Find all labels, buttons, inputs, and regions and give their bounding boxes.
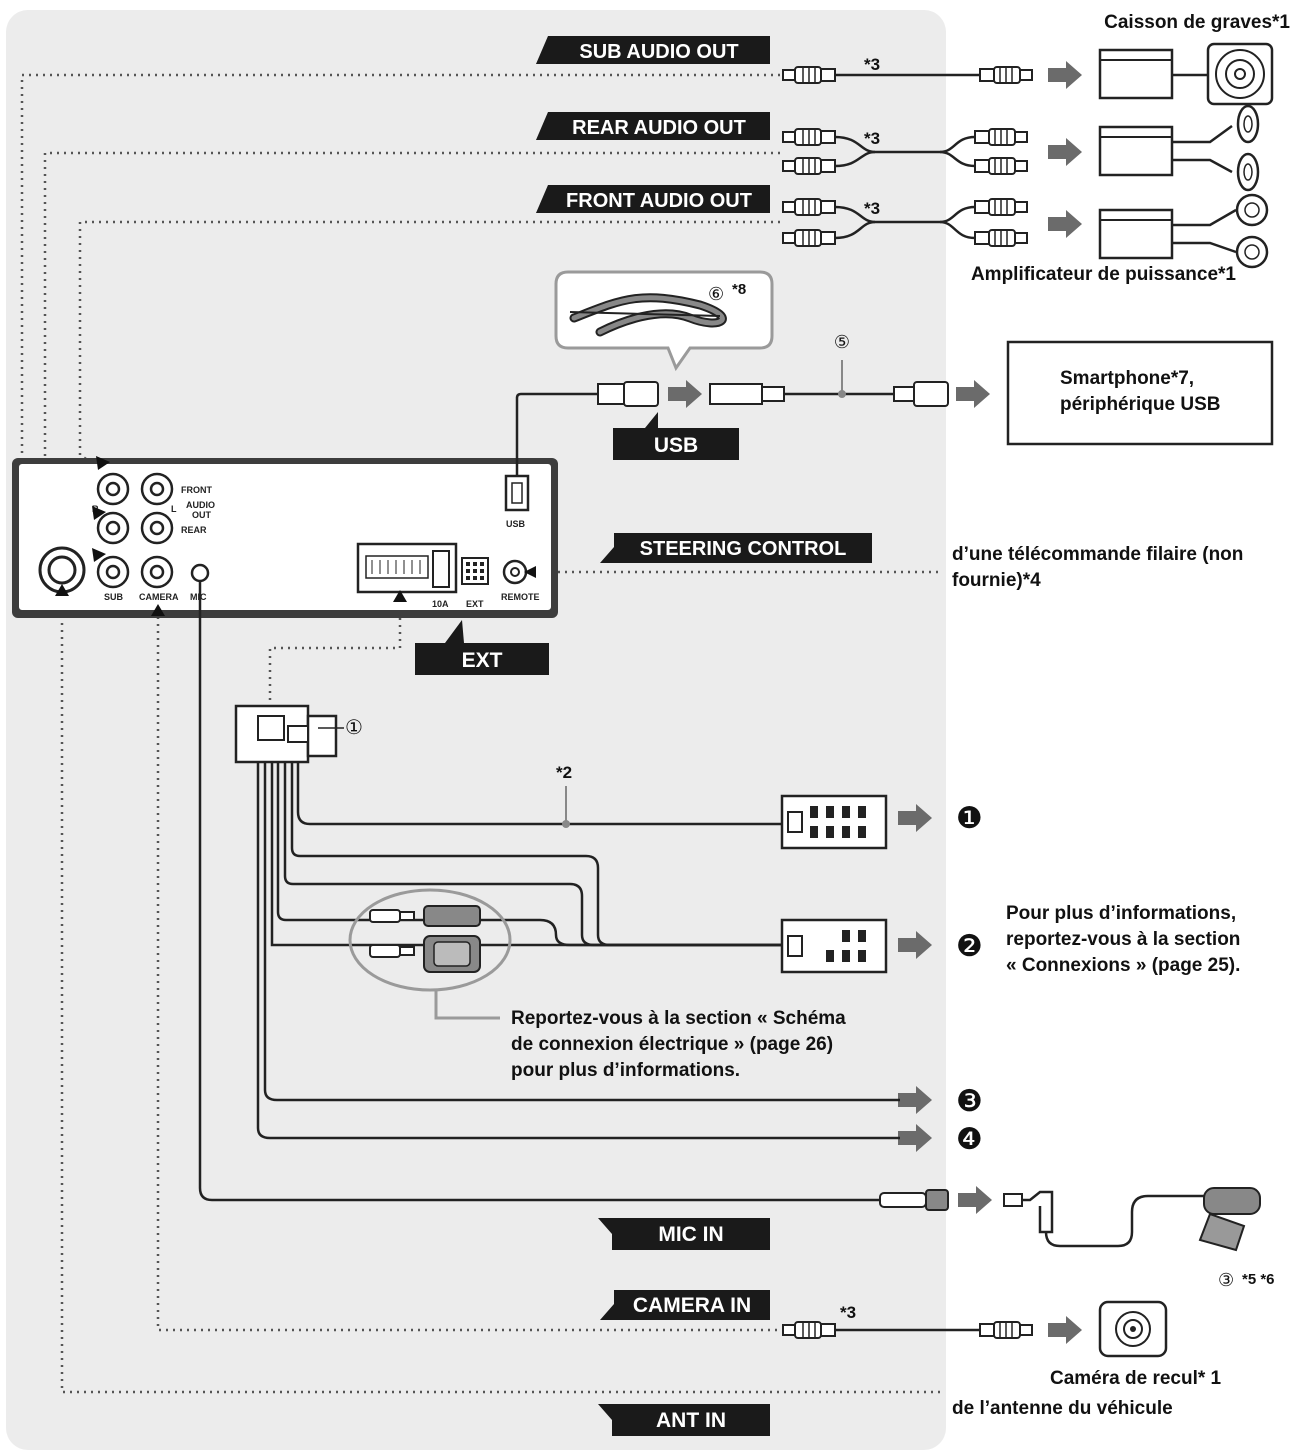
usb-label: USB — [654, 434, 698, 457]
subwoofer-amplifier — [1098, 42, 1274, 106]
unit-label-ext: EXT — [466, 599, 484, 609]
ref-line3: pour plus d’informations. — [511, 1060, 740, 1081]
subwoofer-caption: Caisson de graves*1 — [1104, 12, 1290, 33]
ref-line2: de connexion électrique » (page 26) — [511, 1034, 833, 1055]
note-rear-star3: *3 — [864, 129, 880, 148]
unit-label-usb: USB — [506, 519, 526, 529]
unit-label-rear: REAR — [181, 525, 207, 535]
unit-label-front: FRONT — [181, 485, 212, 495]
usb-cable — [515, 360, 949, 476]
smartphone-box: Smartphone*7, périphérique USB — [1006, 340, 1274, 446]
info-line3: « Connexions » (page 25). — [1006, 955, 1240, 976]
audio-cables — [834, 73, 980, 1332]
tag-front-audio-out: FRONT AUDIO OUT — [536, 185, 770, 213]
note-star56: *5 *6 — [1242, 1271, 1275, 1288]
output-2-marker: ❷ — [956, 929, 983, 964]
unit-label-out: OUT — [192, 510, 212, 520]
output-4-marker: ❹ — [956, 1122, 983, 1157]
steering-control-label: STEERING CONTROL — [640, 538, 847, 560]
note-star8: *8 — [732, 281, 746, 298]
info-line2: reportez-vous à la section — [1006, 929, 1240, 950]
jack-pointers — [55, 456, 536, 616]
microphone — [879, 1187, 1261, 1252]
unit-label-mic: MIC — [190, 592, 207, 602]
note-camera-star3: *3 — [840, 1303, 856, 1322]
sub-audio-out-label: SUB AUDIO OUT — [579, 41, 738, 63]
ref-line1: Reportez-vous à la section « Schéma — [511, 1008, 846, 1029]
unit-label-10a: 10A — [432, 599, 449, 609]
smartphone-line1: Smartphone*7, — [1060, 368, 1194, 389]
note-circ3: ③ — [1218, 1270, 1234, 1291]
rear-amplifier — [1098, 104, 1260, 192]
tag-ext: EXT — [415, 620, 549, 675]
info-line1: Pour plus d’informations, — [1006, 903, 1236, 924]
ant-in-label: ANT IN — [656, 1409, 726, 1432]
tag-rear-audio-out: REAR AUDIO OUT — [536, 112, 770, 140]
unit-label-sub: SUB — [104, 592, 124, 602]
microphone-icon — [1203, 1187, 1261, 1215]
note-circ6: ⑥ — [708, 284, 724, 305]
note-circ5: ⑤ — [834, 332, 850, 353]
front-audio-out-label: FRONT AUDIO OUT — [566, 190, 752, 212]
unit-label-camera: CAMERA — [139, 592, 179, 602]
iso-connector-1 — [780, 794, 888, 850]
note-star2: *2 — [556, 763, 572, 782]
note-sub-star3: *3 — [864, 55, 880, 74]
unit-label-audio: AUDIO — [186, 500, 215, 510]
remote-line2: fournie)*4 — [952, 570, 1041, 591]
cable-tie-callout — [554, 270, 774, 372]
tag-mic-in: MIC IN — [598, 1218, 770, 1250]
output-3-marker: ❸ — [956, 1084, 983, 1119]
antenna-caption: de l’antenne du véhicule — [952, 1398, 1173, 1419]
wiring-harness — [234, 704, 344, 764]
iso-connector-2 — [780, 918, 888, 974]
smartphone-line2: périphérique USB — [1060, 394, 1220, 415]
camera-caption: Caméra de recul* 1 — [1050, 1368, 1222, 1389]
plug-detail — [348, 888, 512, 1020]
remote-line1: d’une télécommande filaire (non — [952, 544, 1243, 565]
tag-steering-control: STEERING CONTROL — [600, 533, 872, 563]
harness-wires — [198, 581, 900, 1202]
mic-in-label: MIC IN — [658, 1223, 723, 1246]
tag-usb: USB — [613, 412, 739, 460]
note-circ1: ① — [345, 715, 363, 739]
mic-jack — [190, 563, 210, 583]
tag-ant-in: ANT IN — [598, 1404, 770, 1436]
output-1-marker: ❶ — [956, 801, 983, 836]
amplifier-caption: Amplificateur de puissance*1 — [971, 264, 1236, 285]
tag-sub-audio-out: SUB AUDIO OUT — [536, 36, 770, 64]
unit-label-l: L — [171, 504, 177, 514]
front-amplifier — [1098, 193, 1269, 269]
ext-label: EXT — [462, 649, 503, 672]
rear-camera — [1098, 1300, 1168, 1358]
head-unit: FRONT AUDIO OUT REAR R L SUB CAMERA MIC … — [12, 458, 558, 618]
rear-audio-out-label: REAR AUDIO OUT — [572, 117, 746, 139]
note-front-star3: *3 — [864, 199, 880, 218]
tag-camera-in: CAMERA IN — [600, 1290, 770, 1320]
unit-label-remote: REMOTE — [501, 592, 540, 602]
camera-in-label: CAMERA IN — [633, 1294, 751, 1317]
background-panel — [6, 10, 946, 1450]
